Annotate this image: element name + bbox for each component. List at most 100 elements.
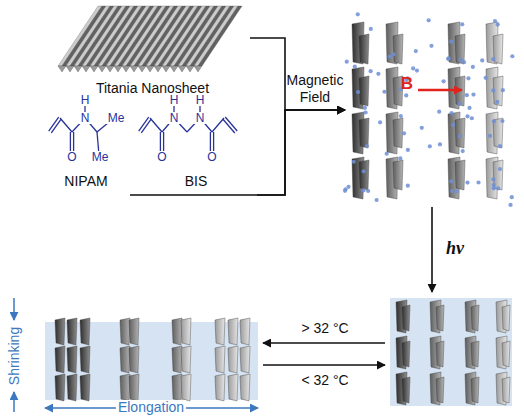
nanosheet (502, 377, 510, 403)
nanosheet (228, 346, 238, 373)
ridge-front (58, 66, 66, 72)
nanosheet (240, 318, 250, 345)
monomer-dot (438, 142, 442, 146)
monomer-dot (462, 60, 466, 64)
ridge-front (98, 66, 106, 72)
monomer-dot (498, 167, 502, 171)
nanosheet (120, 374, 130, 401)
monomer-dot (376, 72, 380, 76)
monomer-dot (399, 114, 403, 118)
ridge-front (74, 66, 82, 72)
monomer-dot (465, 93, 469, 97)
monomer-dot (420, 126, 424, 130)
nanosheet (215, 374, 225, 401)
nanosheet (402, 341, 410, 367)
nanosheet (67, 374, 77, 401)
ridge-face (194, 6, 238, 66)
monomer-dot (353, 64, 357, 68)
nanosheet (120, 346, 130, 373)
edge-label: Magnetic Field (283, 72, 347, 106)
monomer-dot (382, 90, 386, 94)
monomer-dot (356, 90, 360, 94)
monomer-dot (427, 18, 431, 22)
nanosheet (228, 318, 238, 345)
monomer-dot (411, 66, 415, 70)
ridge-front (82, 66, 90, 72)
atom-label: O (65, 151, 78, 163)
monomer-dot (461, 149, 465, 153)
bond (212, 118, 224, 132)
gel-body (45, 322, 258, 400)
nanosheet (228, 374, 238, 401)
monomer-dot (455, 189, 459, 193)
nanosheet (359, 160, 369, 190)
ridge-front (90, 66, 98, 72)
nanosheet (80, 346, 90, 373)
monomer-dot (388, 55, 392, 59)
nanosheet (359, 76, 369, 106)
nanosheet (393, 160, 403, 190)
monomer-dot (346, 185, 350, 189)
monomer-dot (449, 179, 453, 183)
monomer-dot (441, 79, 445, 83)
monomer-dot (385, 152, 389, 156)
monomer-dot (495, 100, 499, 104)
monomer-dot (352, 160, 356, 164)
monomer-dot (414, 49, 418, 53)
monomer-dot (450, 189, 454, 193)
monomer-dot (361, 188, 365, 192)
ridge-face (198, 6, 242, 66)
nanosheet (181, 374, 191, 401)
ridge-front (66, 66, 74, 72)
nanosheet (502, 305, 510, 331)
nanosheet-figure: Titania Nanosheet (55, 2, 250, 98)
monomer-dot (404, 93, 408, 97)
monomer-dot (369, 27, 373, 31)
atom-label: Me (90, 151, 111, 163)
nanosheet (455, 160, 465, 190)
monomer-dot (467, 106, 471, 110)
gel-illustration (390, 298, 512, 406)
monomer-dot (345, 60, 349, 64)
monomer-dot (488, 134, 492, 138)
monomer-dot (492, 186, 496, 190)
nanosheet (455, 34, 465, 64)
bond (150, 118, 162, 132)
monomer-dot (510, 54, 514, 58)
monomer-dot (466, 76, 470, 80)
atom-label: N (79, 112, 92, 124)
connector-arrow (263, 364, 385, 366)
monomer-dot (470, 116, 474, 120)
monomer-dot (491, 57, 495, 61)
edge-label: > 32 °C (282, 320, 368, 337)
monomer-dot (391, 52, 395, 56)
field-alignment-panel: B (345, 12, 510, 207)
monomer-dot (465, 114, 469, 118)
monomer-dot (365, 144, 369, 148)
monomer-dot (378, 120, 382, 124)
nanosheet (393, 34, 403, 64)
dimension-arrow (13, 298, 15, 320)
monomer-dot (510, 195, 514, 199)
monomer-dot (471, 92, 475, 96)
monomer-dot (364, 110, 368, 114)
nanosheet (67, 318, 77, 345)
dimension-label: Shrinking (7, 327, 21, 385)
ridge-front (122, 66, 130, 72)
nanosheet (471, 341, 479, 367)
dimension-arrow (13, 392, 15, 412)
nanosheet (436, 341, 444, 367)
nanosheet (471, 305, 479, 331)
nanosheet (393, 118, 403, 148)
monomer-dot (491, 177, 495, 181)
monomer-dot (356, 12, 360, 16)
nanosheet (502, 341, 510, 367)
nanosheet (172, 346, 182, 373)
monomer-dot (496, 22, 500, 26)
monomer-dot (406, 148, 410, 152)
hydrogel-panel (38, 312, 263, 406)
monomer-dot (480, 58, 484, 62)
monomer-dot (460, 22, 464, 26)
nanosheet (55, 346, 65, 373)
